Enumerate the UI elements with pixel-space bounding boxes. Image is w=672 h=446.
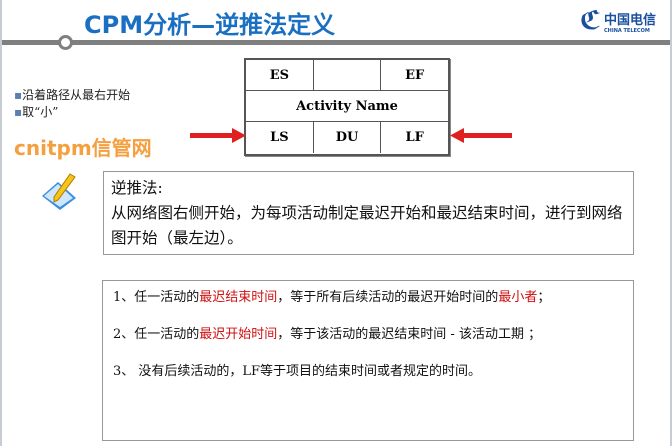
rule-text: ，等于所有后续活动的最迟开始时间的 bbox=[277, 290, 499, 305]
bullet-text: 取“小” bbox=[22, 105, 59, 119]
rule-text: 2、任一活动的 bbox=[113, 327, 200, 342]
definition-heading: 逆推法: bbox=[111, 179, 163, 197]
rules-box: 1、任一活动的最迟结束时间，等于所有后续活动的最迟开始时间的最小者； 2、任一活… bbox=[102, 280, 634, 441]
rule-text: 3、 没有后续活动的，LF等于项目的结束时间或者规定的时间。 bbox=[113, 364, 482, 379]
lf-cell: LF bbox=[405, 130, 424, 146]
bullet-item: ▪沿着路径从最右开始 bbox=[14, 88, 131, 102]
rule-text: ； bbox=[537, 290, 551, 305]
pencil-note-icon bbox=[42, 173, 76, 210]
blank-cell bbox=[314, 60, 382, 91]
arrow-left-icon bbox=[450, 128, 512, 143]
rule-text: 1、任一活动的 bbox=[113, 290, 200, 305]
bullet-item: ▪取“小” bbox=[14, 105, 59, 119]
divider-knob bbox=[58, 35, 73, 50]
definition-box: 逆推法: 从网络图右侧开始，为每项活动制定最迟开始和最迟结束时间，进行到网络图开… bbox=[103, 171, 634, 255]
bullet-text: 沿着路径从最右开始 bbox=[22, 88, 131, 102]
ls-cell: LS bbox=[246, 122, 314, 154]
rule-item: 1、任一活动的最迟结束时间，等于所有后续活动的最迟开始时间的最小者； bbox=[113, 288, 623, 308]
ef-cell: EF bbox=[405, 67, 425, 83]
du-cell: DU bbox=[314, 122, 382, 154]
rule-item: 2、任一活动的最迟开始时间，等于该活动的最迟结束时间 - 该活动工期 ； bbox=[113, 325, 623, 345]
rule-highlight: 最迟结束时间 bbox=[199, 290, 278, 305]
telecom-logo-icon: ℭ bbox=[579, 6, 601, 36]
activity-name-cell: Activity Name bbox=[296, 98, 398, 114]
logo-en: CHINA TELECOM bbox=[603, 27, 650, 34]
watermark: cnitpm信管网 bbox=[14, 136, 152, 160]
es-cell: ES bbox=[246, 60, 314, 91]
rule-item: 3、 没有后续活动的，LF等于项目的结束时间或者规定的时间。 bbox=[113, 362, 623, 382]
header-divider bbox=[2, 40, 670, 45]
rule-highlight: 最迟开始时间 bbox=[199, 327, 278, 342]
arrow-right-icon bbox=[190, 128, 246, 143]
page-title: CPM分析—逆推法定义 bbox=[84, 11, 336, 39]
logo-cn: 中国电信 bbox=[603, 12, 656, 28]
rule-text: ，等于该活动的最迟结束时间 - 该活动工期 ； bbox=[277, 327, 542, 342]
bullet-list: ▪沿着路径从最右开始 ▪取“小” bbox=[14, 87, 130, 121]
rule-highlight: 最小者 bbox=[498, 290, 538, 305]
definition-body: 从网络图右侧开始，为每项活动制定最迟开始和最迟结束时间，进行到网络图开始（最左边… bbox=[111, 204, 623, 247]
